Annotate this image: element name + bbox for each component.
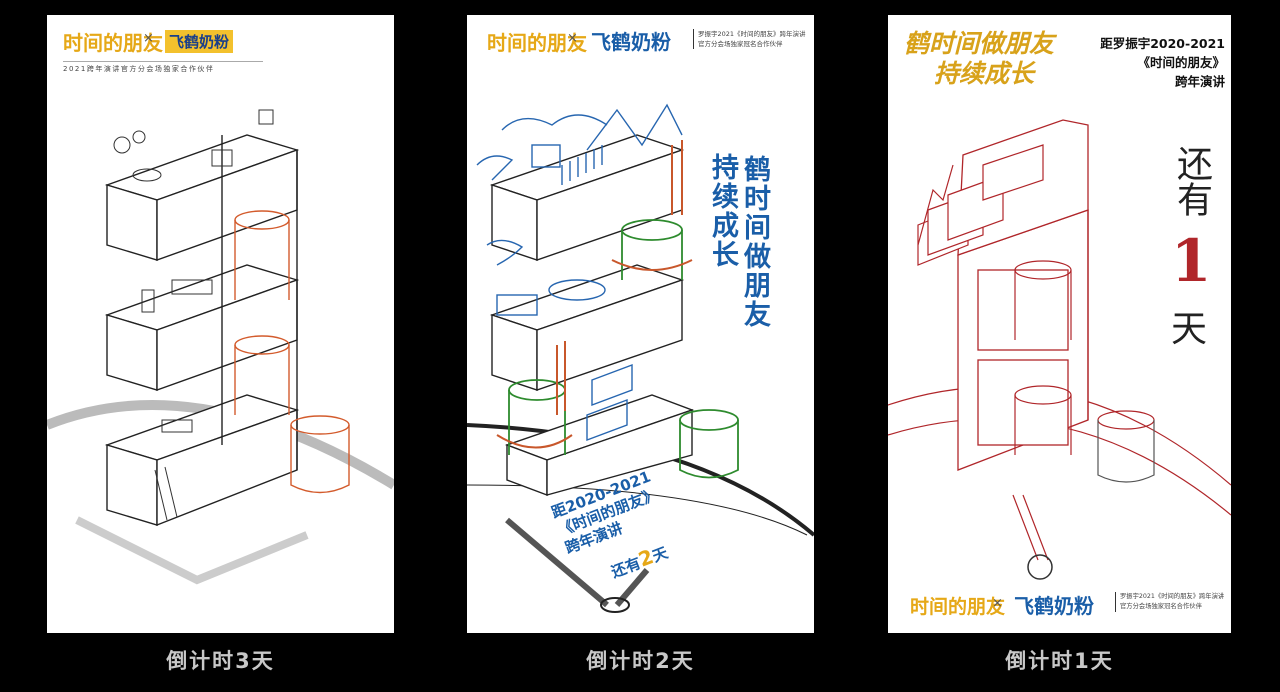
countdown-prefix-vertical: 还有 bbox=[1171, 145, 1212, 217]
countdown-number: 1 bbox=[1171, 227, 1212, 295]
countdown-suffix: 天 bbox=[1171, 309, 1208, 350]
vertical-slogan-left: 持续成长 bbox=[707, 153, 738, 269]
event-title: 距罗振宇2020-2021 《时间的朋友》 跨年演讲 bbox=[1100, 34, 1225, 91]
brush-slogan-line-2: 持续成长 bbox=[934, 59, 1035, 88]
event-title-line-1: 距罗振宇2020-2021 bbox=[1100, 36, 1225, 51]
partner-header-line-2: 官方分会场独家冠名合作伙伴 bbox=[698, 40, 783, 48]
isometric-dairy-illustration bbox=[467, 103, 814, 613]
times-sign: × bbox=[992, 596, 1003, 611]
event-title-line-2: 《时间的朋友》 bbox=[1137, 55, 1225, 70]
feihe-logo: 飞鹤奶粉 bbox=[591, 30, 671, 54]
brush-slogan-line-1: 鹤时间做朋友 bbox=[904, 29, 1055, 58]
caption-poster-3: 倒计时1天 bbox=[1005, 649, 1114, 673]
partner-footer: 罗振宇2021《时间的朋友》跨年演讲 官方分会场独家冠名合作伙伴 bbox=[1115, 592, 1231, 612]
event-title-line-3: 跨年演讲 bbox=[1174, 74, 1225, 89]
time-friends-logo: 时间的朋友 bbox=[910, 596, 1006, 618]
time-friends-logo: 时间的朋友 bbox=[63, 31, 163, 55]
isometric-lab-illustration bbox=[888, 119, 1231, 580]
partner-footer-line-1: 罗振宇2021《时间的朋友》跨年演讲 bbox=[1120, 593, 1225, 600]
vertical-slogan-right: 鹤时间做朋友 bbox=[739, 155, 770, 329]
caption-poster-2: 倒计时2天 bbox=[586, 649, 695, 673]
countdown-prefix-1: 还 bbox=[1171, 145, 1212, 181]
feihe-logo: 飞鹤奶粉 bbox=[1014, 594, 1094, 618]
poster-countdown-2-days: 时间的朋友 × 飞鹤奶粉 罗振宇2021《时间的朋友》跨年演讲 官方分会场独家冠… bbox=[467, 15, 814, 633]
countdown-prefix-2: 有 bbox=[1171, 181, 1212, 217]
isometric-factory-illustration bbox=[47, 109, 394, 585]
times-sign: × bbox=[143, 31, 154, 46]
caption-poster-1: 倒计时3天 bbox=[166, 649, 275, 673]
time-friends-logo: 时间的朋友 bbox=[487, 31, 587, 55]
poster-subtitle: 2021跨年演讲官方分会场独家合作伙伴 bbox=[63, 61, 263, 74]
partner-header: 罗振宇2021《时间的朋友》跨年演讲 官方分会场独家冠名合作伙伴 bbox=[693, 29, 814, 49]
poster-countdown-3-days: 时间的朋友 × 飞鹤奶粉 2021跨年演讲官方分会场独家合作伙伴 bbox=[47, 15, 394, 633]
poster-countdown-1-day: 鹤时间做朋友 持续成长 距罗振宇2020-2021 《时间的朋友》 跨年演讲 bbox=[888, 15, 1231, 633]
feihe-logo: 飞鹤奶粉 bbox=[165, 30, 234, 53]
times-sign: × bbox=[567, 31, 578, 46]
brush-slogan: 鹤时间做朋友 持续成长 bbox=[904, 29, 1054, 89]
partner-footer-line-2: 官方分会场独家冠名合作伙伴 bbox=[1120, 603, 1202, 610]
partner-header-line-1: 罗振宇2021《时间的朋友》跨年演讲 bbox=[698, 30, 806, 38]
